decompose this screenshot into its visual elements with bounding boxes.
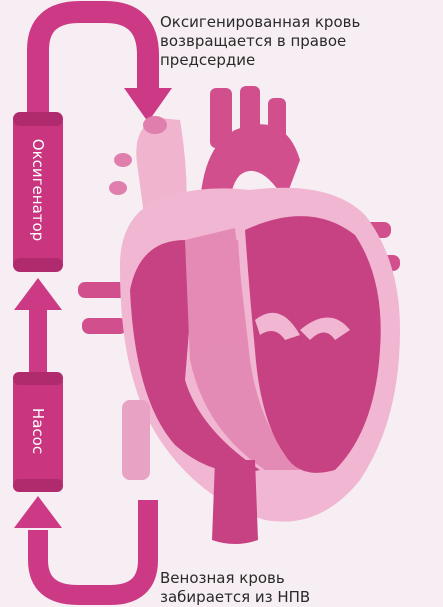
drainage-caption-line1: Венозная кровь [160, 569, 310, 588]
pump-to-oxygenator-arrow-head [14, 278, 62, 310]
drainage-tube [38, 500, 148, 595]
drainage-caption: Венозная кровь забирается из НПВ [160, 569, 310, 607]
pump-to-oxygenator-tube [29, 300, 47, 375]
oxygenator-label: Оксигенатор [29, 139, 47, 241]
pump-label: Насос [29, 408, 47, 454]
return-caption-line1: Оксигенированная кровь [160, 13, 443, 32]
return-arrow-head [124, 88, 172, 122]
drainage-caption-line2: забирается из НПВ [160, 588, 310, 607]
heart-illustration [78, 86, 400, 544]
return-caption: Оксигенированная кровь возвращается в пр… [160, 13, 443, 70]
return-caption-line2: возвращается в правое предсердие [160, 32, 443, 70]
drainage-arrow-head [14, 496, 62, 528]
